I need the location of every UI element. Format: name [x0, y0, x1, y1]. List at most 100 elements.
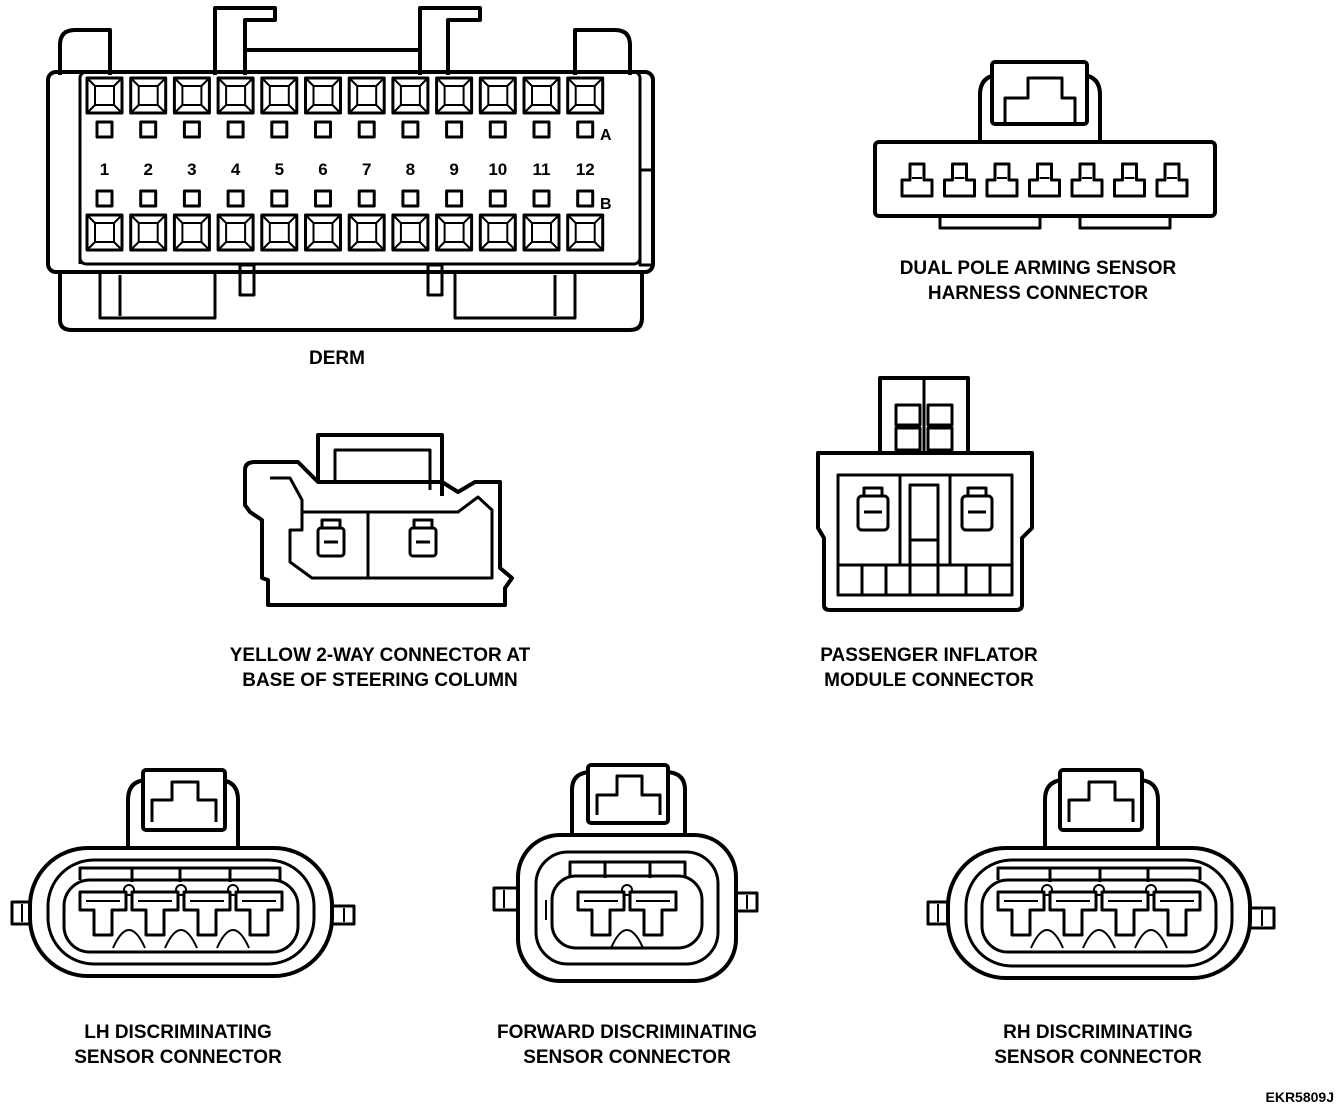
- lh-terminal: [182, 884, 250, 949]
- derm-pin-a: [182, 120, 201, 139]
- derm-cavity: [129, 76, 168, 115]
- derm-pin-number: 6: [318, 160, 327, 179]
- dual-pole-terminal: [985, 162, 1019, 198]
- derm-pin-b: [401, 189, 420, 208]
- forward-label-line1: FORWARD DISCRIMINATING: [497, 1022, 757, 1043]
- derm-pin-a: [226, 120, 245, 139]
- dual-pole-terminal: [1155, 162, 1189, 198]
- derm-cavity: [391, 213, 430, 252]
- derm-key-right: [426, 263, 444, 297]
- dual-pole-foot-right: [1078, 216, 1172, 230]
- rh-shell-inner: [964, 858, 1234, 968]
- derm-pin-b: [576, 189, 595, 208]
- derm-cavity: [85, 213, 124, 252]
- derm-cavity: [85, 76, 124, 115]
- derm-pin-a: [488, 120, 507, 139]
- dual-pole-foot-left: [938, 216, 1042, 230]
- derm-ear-right: [573, 28, 632, 75]
- forward-terminal: [576, 884, 644, 949]
- rh-terminal: [1100, 884, 1168, 949]
- derm-cavity: [172, 76, 211, 115]
- passenger-inflator-connector: [816, 376, 1034, 612]
- dual-pole-terminal: [943, 162, 976, 198]
- derm-key-left: [238, 263, 256, 297]
- forward-shell: [516, 833, 738, 983]
- derm-cavity: [129, 213, 168, 252]
- derm-pin-a: [532, 120, 551, 139]
- dual-pole-terminals: [900, 162, 1189, 198]
- derm-pin-b: [139, 189, 158, 208]
- derm-cavity: [522, 76, 561, 115]
- dual-pole-terminal: [1113, 162, 1146, 198]
- derm-latch-left: [213, 6, 277, 75]
- derm-pin-number: 8: [406, 160, 415, 179]
- yellow-latch: [316, 433, 444, 496]
- yellow-body: [243, 460, 514, 607]
- derm-pin-a: [270, 120, 289, 139]
- forward-shell-inner: [534, 850, 720, 966]
- lh-terminal: [130, 884, 198, 949]
- lh-cavity: [62, 878, 300, 954]
- rh-label-line2: SENSOR CONNECTOR: [994, 1047, 1202, 1068]
- derm-cavity: [435, 76, 474, 115]
- lh-label-line2: SENSOR CONNECTOR: [74, 1047, 282, 1068]
- derm-skirt-slot-right: [453, 272, 577, 320]
- derm-pin-a: [95, 120, 114, 139]
- derm-cavity: [478, 213, 517, 252]
- lh-terminal: [234, 890, 284, 937]
- derm-pin-number: 12: [576, 160, 595, 179]
- derm-cavity: [347, 213, 386, 252]
- derm-pin-b: [270, 189, 289, 208]
- passenger-face: [836, 473, 1014, 597]
- dual-pole-connector: [873, 60, 1217, 230]
- dual-pole-terminal: [900, 162, 934, 198]
- derm-pin-a: [576, 120, 595, 139]
- rh-label-line1: RH DISCRIMINATING: [1003, 1022, 1193, 1043]
- derm-ear-left: [58, 28, 112, 75]
- derm-pin-a: [357, 120, 376, 139]
- derm-cavity: [435, 213, 474, 252]
- passenger-label-line2: MODULE CONNECTOR: [824, 670, 1034, 691]
- rh-terminal: [996, 884, 1064, 949]
- derm-pin-number: 2: [143, 160, 152, 179]
- forward-cavity: [550, 874, 704, 950]
- rh-discriminating-connector: [926, 768, 1276, 980]
- derm-label: DERM: [309, 348, 365, 369]
- derm-pin-number: 9: [449, 160, 458, 179]
- forward-latch: [586, 763, 670, 825]
- derm-pin-b: [226, 189, 245, 208]
- derm-pin-b: [445, 189, 464, 208]
- forward-terminals: [576, 884, 678, 949]
- derm-row-a-label: A: [600, 127, 612, 144]
- rh-terminals: [996, 884, 1202, 949]
- yellow-label-line1: YELLOW 2-WAY CONNECTOR AT: [230, 645, 531, 666]
- derm-cavity: [347, 76, 386, 115]
- passenger-body: [816, 451, 1034, 612]
- forward-terminal: [628, 890, 678, 937]
- yellow-label-line2: BASE OF STEERING COLUMN: [242, 670, 518, 691]
- derm-side-tab: [638, 168, 655, 267]
- derm-pin-b: [182, 189, 201, 208]
- derm-pin-b: [95, 189, 114, 208]
- derm-cavity: [216, 76, 255, 115]
- dual-pole-label-line2: HARNESS CONNECTOR: [928, 283, 1149, 304]
- rh-cavity: [980, 878, 1218, 954]
- rh-latch: [1058, 768, 1144, 832]
- derm-cavity: [304, 76, 342, 115]
- derm-pin-a: [314, 120, 332, 139]
- yellow-latch-inner: [333, 448, 432, 490]
- derm-cavity: [260, 213, 299, 252]
- lh-discriminating-connector: [10, 768, 356, 978]
- lh-terminals: [78, 884, 284, 949]
- dual-pole-label-line1: DUAL POLE ARMING SENSOR: [900, 258, 1177, 279]
- derm-face: [78, 70, 642, 266]
- derm-cavity: [566, 213, 605, 252]
- derm-pin-number: 3: [187, 160, 196, 179]
- lh-terminal: [78, 884, 146, 949]
- lh-shell-inner: [46, 858, 316, 966]
- rh-terminal: [1152, 890, 1202, 937]
- derm-cavity: [522, 213, 561, 252]
- derm-cavity: [216, 213, 255, 252]
- derm-pin-number: 1: [100, 160, 109, 179]
